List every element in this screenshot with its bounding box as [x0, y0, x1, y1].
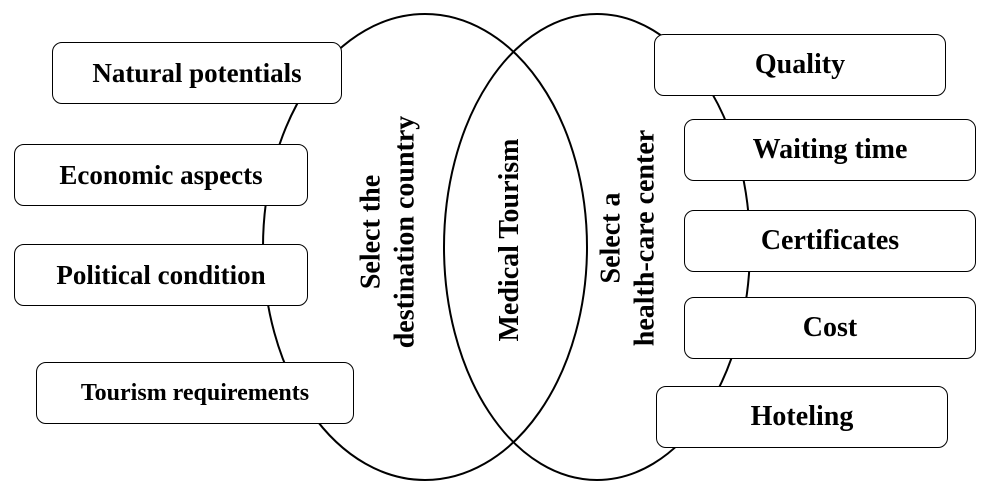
factor-natural-potentials: Natural potentials	[52, 42, 342, 104]
factor-quality: Quality	[654, 34, 946, 96]
center-overlap-label-text: Medical Tourism	[494, 138, 526, 342]
factor-waiting-time: Waiting time	[684, 119, 976, 181]
center-overlap-label: Medical Tourism	[493, 138, 527, 341]
factor-economic-aspects: Economic aspects	[14, 144, 308, 206]
right-circle-label-line2: health-care center	[629, 129, 660, 347]
right-circle-label-line1: Select a	[595, 192, 627, 284]
factor-certificates: Certificates	[684, 210, 976, 272]
right-circle-label: Select a health-care center	[594, 130, 661, 346]
factor-hoteling: Hoteling	[656, 386, 948, 448]
factor-cost: Cost	[684, 297, 976, 359]
left-circle-label-line1: Select the	[355, 174, 387, 290]
left-circle-label: Select the destination country	[354, 116, 421, 349]
factor-tourism-requirements: Tourism requirements	[36, 362, 354, 424]
left-circle-label-line2: destination country	[389, 115, 420, 349]
factor-political-condition: Political condition	[14, 244, 308, 306]
